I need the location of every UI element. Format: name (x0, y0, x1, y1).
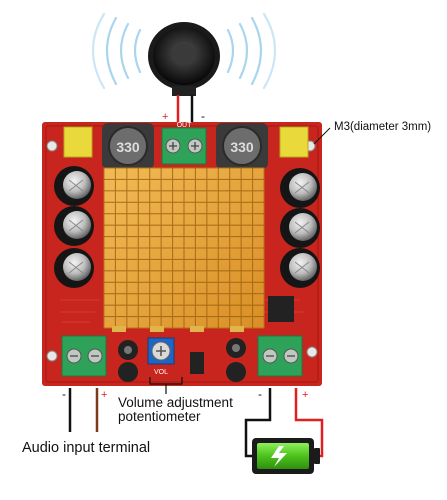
small-capacitors (118, 338, 246, 382)
power-minus-mark: - (258, 387, 262, 401)
volume-potentiometer: VOL (147, 337, 175, 376)
battery-icon (252, 438, 320, 474)
power-plus-mark: + (302, 389, 308, 401)
electrolytic-capacitors (54, 166, 320, 288)
volume-label-line1: Volume adjustment (118, 395, 233, 410)
audio-plus-mark: + (101, 389, 107, 401)
vol-mark: VOL (154, 369, 168, 376)
sound-wave-icon (91, 12, 277, 90)
inductor-right-mark: 330 (230, 139, 254, 155)
yellow-capacitor-left (63, 126, 93, 158)
audio-input-wires (68, 388, 99, 432)
audio-input-terminal (61, 335, 107, 377)
yellow-capacitor-right (279, 126, 309, 158)
speaker-minus-mark: - (201, 109, 205, 123)
electrolytic-capacitor (54, 248, 94, 288)
inductor-right: 330 (216, 123, 268, 169)
out-label: OUT (177, 122, 193, 129)
electrolytic-capacitor (54, 166, 94, 206)
mount-hole-label: M3(diameter 3mm) (334, 121, 432, 133)
electrolytic-capacitor (280, 248, 320, 288)
inductor-left-mark: 330 (116, 139, 140, 155)
heatsink (103, 167, 265, 329)
audio-minus-mark: - (62, 387, 66, 401)
smd-parts (112, 296, 294, 374)
electrolytic-capacitor (54, 206, 94, 246)
mount-hole-leader (313, 127, 331, 145)
power-input-terminal (257, 335, 303, 377)
output-terminal: OUT (161, 122, 207, 165)
volume-label-line2: potentiometer (118, 409, 201, 424)
audio-input-label: Audio input terminal (22, 440, 151, 456)
lightning-icon (271, 446, 287, 467)
speaker-icon (148, 22, 220, 96)
electrolytic-capacitor (280, 208, 320, 248)
electrolytic-capacitor (280, 168, 320, 208)
speaker-plus-mark: + (162, 111, 168, 123)
volume-pointer (149, 377, 183, 394)
inductor-left: 330 (102, 123, 154, 169)
